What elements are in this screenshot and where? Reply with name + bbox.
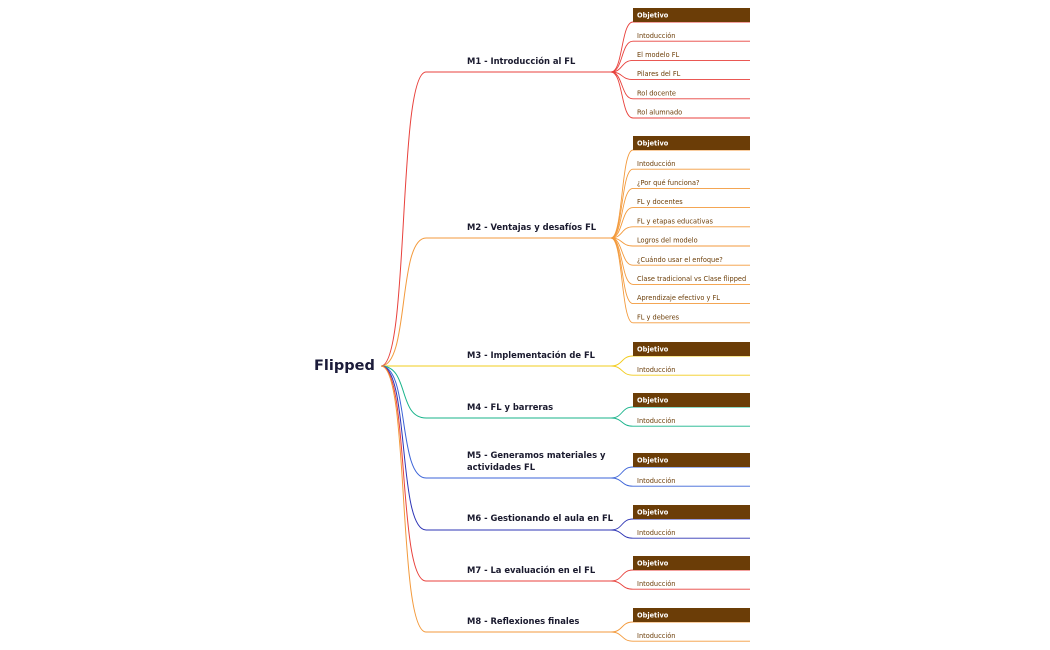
objective-node[interactable]: Objetivo: [633, 393, 750, 407]
module-to-item-connector: [610, 149, 750, 239]
root-to-module-connector: [380, 237, 611, 367]
module-to-item-connector: [610, 518, 750, 531]
objective-label: Objetivo: [637, 560, 669, 568]
module-title[interactable]: M3 - Implementación de FL: [467, 350, 596, 360]
module-to-item-connector: [610, 621, 750, 633]
module-node[interactable]: M3 - Implementación de FL: [467, 350, 596, 360]
branch-connectors: [380, 21, 750, 642]
topic-item[interactable]: Pilares del FL: [637, 70, 681, 78]
topic-item[interactable]: FL y deberes: [637, 313, 680, 321]
module-title[interactable]: M6 - Gestionando el aula en FL: [467, 513, 614, 523]
root-to-module-connector: [380, 365, 611, 633]
topic-item[interactable]: Intoducción: [637, 160, 675, 168]
objective-node[interactable]: Objetivo: [633, 608, 750, 622]
module-to-item-connector: [610, 71, 750, 100]
topic-item[interactable]: Rol alumnado: [637, 109, 682, 117]
objective-node[interactable]: Objetivo: [633, 505, 750, 519]
objective-box: [633, 505, 750, 519]
topic-item[interactable]: El modelo FL: [637, 51, 680, 59]
topic-item[interactable]: Intoducción: [637, 366, 675, 374]
objective-box: [633, 136, 750, 150]
objective-label: Objetivo: [637, 397, 669, 405]
module-to-item-connector: [610, 631, 750, 642]
objective-box: [633, 393, 750, 407]
module-to-item-connector: [610, 355, 750, 367]
module-to-item-connector: [610, 168, 750, 239]
module-to-item-connector: [610, 569, 750, 582]
objective-label: Objetivo: [637, 12, 669, 20]
objective-label: Objetivo: [637, 346, 669, 354]
topic-item[interactable]: Clase tradicional vs Clase flipped: [637, 275, 746, 283]
module-node[interactable]: M2 - Ventajas y desafíos FL: [467, 222, 597, 232]
topic-item[interactable]: Intoducción: [637, 529, 675, 537]
objective-node[interactable]: Objetivo: [633, 136, 750, 150]
objective-box: [633, 608, 750, 622]
topic-item[interactable]: Logros del modelo: [637, 237, 698, 245]
topic-item[interactable]: FL y etapas educativas: [637, 217, 713, 225]
module-to-item-connector: [610, 417, 750, 427]
topic-item[interactable]: ¿Cuándo usar el enfoque?: [637, 256, 723, 264]
module-title[interactable]: M5 - Generamos materiales y: [467, 450, 606, 460]
module-title[interactable]: M4 - FL y barreras: [467, 402, 553, 412]
topic-item[interactable]: Intoducción: [637, 477, 675, 485]
module-to-item-connector: [610, 207, 750, 239]
objective-box: [633, 453, 750, 467]
root-to-module-connector: [380, 365, 611, 582]
root-to-module-connector: [380, 365, 611, 419]
module-to-item-connector: [610, 466, 750, 479]
root-node-label[interactable]: Flipped: [314, 358, 375, 374]
module-node[interactable]: M6 - Gestionando el aula en FL: [467, 513, 614, 523]
module-to-item-connector: [610, 21, 750, 73]
objective-label: Objetivo: [637, 457, 669, 465]
objective-box: [633, 556, 750, 570]
topic-item[interactable]: FL y docentes: [637, 198, 683, 206]
module-node[interactable]: M5 - Generamos materiales y actividades F…: [467, 450, 606, 472]
topic-item[interactable]: Intoducción: [637, 32, 675, 40]
objective-label: Objetivo: [637, 509, 669, 517]
module-title[interactable]: M2 - Ventajas y desafíos FL: [467, 222, 597, 232]
module-node[interactable]: M8 - Reflexiones finales: [467, 616, 579, 626]
root-to-module-connector: [380, 365, 611, 479]
module-title[interactable]: M7 - La evaluación en el FL: [467, 565, 596, 575]
topic-item[interactable]: Intoducción: [637, 580, 675, 588]
module-to-item-connector: [610, 529, 750, 539]
module-to-item-connector: [610, 71, 750, 81]
module-title[interactable]: actividades FL: [467, 462, 536, 472]
module-to-item-connector: [610, 187, 750, 239]
objective-node[interactable]: Objetivo: [633, 556, 750, 570]
module-title[interactable]: M1 - Introducción al FL: [467, 56, 576, 66]
mind-map-nodes: M1 - Introducción al FLObjetivoIntoducci…: [467, 8, 750, 640]
module-to-item-connector: [610, 40, 750, 73]
module-to-item-connector: [610, 580, 750, 590]
module-to-item-connector: [610, 59, 750, 73]
module-title[interactable]: M8 - Reflexiones finales: [467, 616, 579, 626]
objective-box: [633, 342, 750, 356]
root-to-module-connector: [380, 365, 611, 531]
module-to-item-connector: [610, 237, 750, 324]
module-to-item-connector: [610, 71, 750, 119]
module-to-item-connector: [610, 237, 750, 247]
objective-label: Objetivo: [637, 612, 669, 620]
topic-item[interactable]: ¿Por qué funciona?: [637, 179, 700, 187]
objective-node[interactable]: Objetivo: [633, 342, 750, 356]
objective-node[interactable]: Objetivo: [633, 8, 750, 22]
topic-item[interactable]: Intoducción: [637, 632, 675, 640]
module-node[interactable]: M7 - La evaluación en el FL: [467, 565, 596, 575]
topic-item[interactable]: Rol docente: [637, 89, 676, 97]
module-to-item-connector: [610, 226, 750, 239]
module-to-item-connector: [610, 406, 750, 419]
module-to-item-connector: [610, 365, 750, 376]
topic-item[interactable]: Intoducción: [637, 417, 675, 425]
module-node[interactable]: M1 - Introducción al FL: [467, 56, 576, 66]
root-to-module-connector: [380, 71, 611, 367]
objective-node[interactable]: Objetivo: [633, 453, 750, 467]
objective-label: Objetivo: [637, 140, 669, 148]
topic-item[interactable]: Aprendizaje efectivo y FL: [637, 294, 720, 302]
objective-box: [633, 8, 750, 22]
module-to-item-connector: [610, 477, 750, 487]
module-node[interactable]: M4 - FL y barreras: [467, 402, 553, 412]
